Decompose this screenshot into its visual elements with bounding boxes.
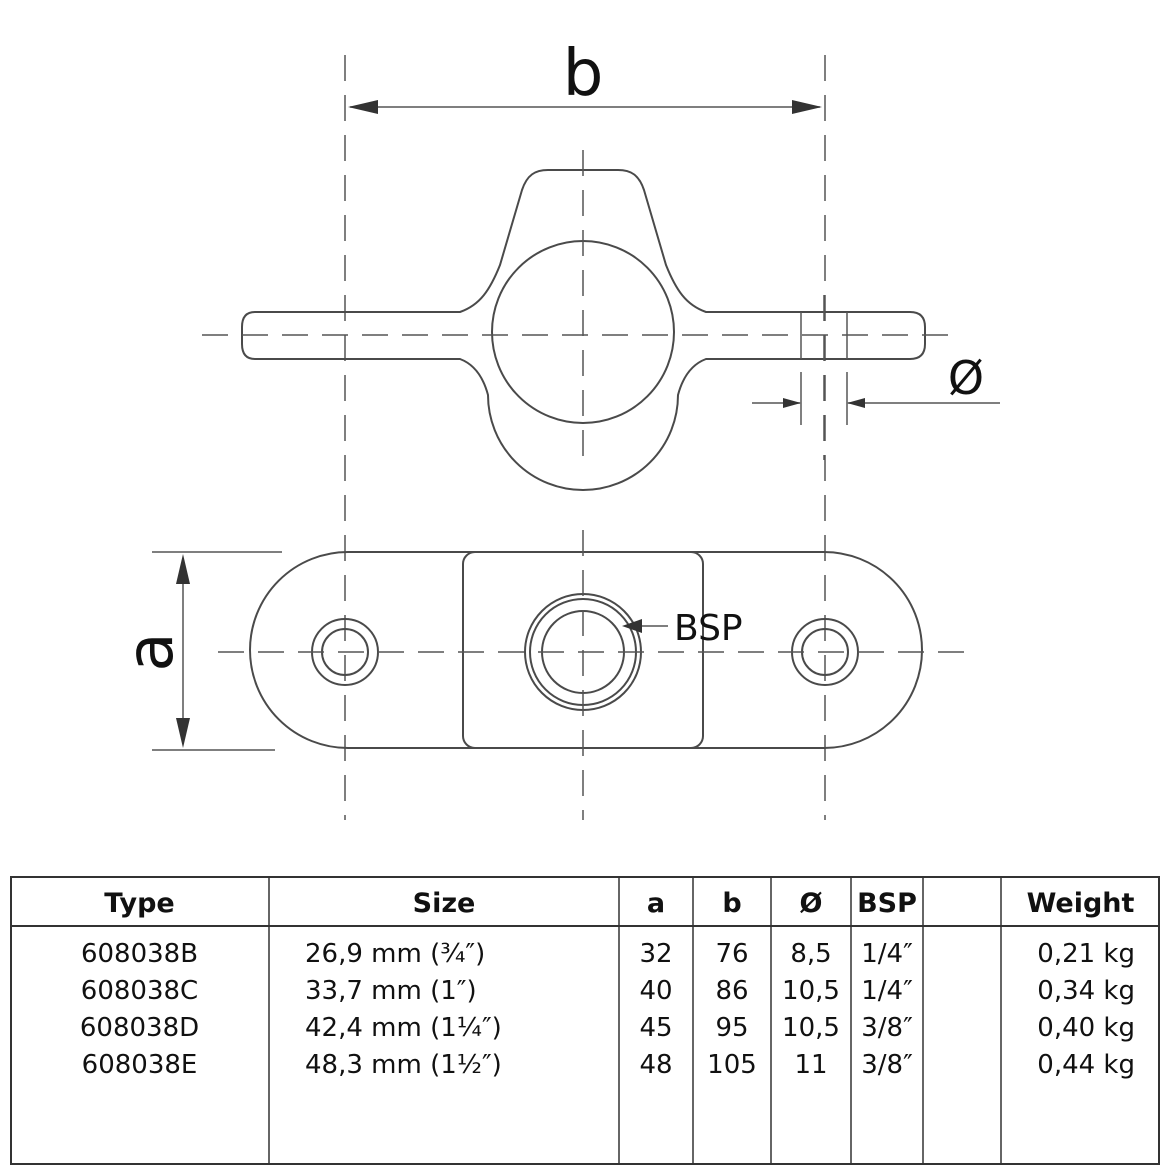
column-dividers [268, 876, 1002, 1165]
cell-type: 608038D [80, 1013, 199, 1043]
cell-a: 40 [639, 976, 672, 1006]
cell-b: 86 [715, 976, 748, 1006]
bsp-callout: BSP [622, 608, 743, 649]
dimension-hole-label: Ø [948, 351, 984, 405]
header-b: b [722, 888, 741, 919]
cell-type: 608038C [81, 976, 198, 1006]
bsp-label: BSP [674, 608, 743, 649]
cell-diameter: 10,5 [782, 1013, 840, 1043]
technical-drawing: b Ø [114, 37, 1000, 820]
header-bsp: BSP [857, 888, 917, 919]
cell-size: 26,9 mm (¾″) [305, 939, 485, 969]
cell-weight: 0,44 kg [1037, 1050, 1135, 1080]
cell-diameter: 8,5 [790, 939, 831, 969]
cell-weight: 0,40 kg [1037, 1013, 1135, 1043]
dimension-a-label: a [114, 632, 188, 671]
cell-a: 48 [639, 1050, 672, 1080]
cell-weight: 0,34 kg [1037, 976, 1135, 1006]
dimension-b: b [348, 37, 822, 114]
cell-a: 32 [639, 939, 672, 969]
cell-type: 608038B [81, 939, 198, 969]
cell-b: 76 [715, 939, 748, 969]
cell-diameter: 11 [794, 1050, 827, 1080]
header-a: a [647, 888, 665, 919]
spec-table: Type Size a b Ø BSP Weight 608038B 26,9 mm (¾″)… [10, 876, 1160, 1165]
header-size: Size [413, 888, 476, 919]
cell-type: 608038E [82, 1050, 198, 1080]
table-row: 608038E 48,3 mm (1½″) 48 105 11 3/8″ 0,44 kg [82, 1050, 1135, 1080]
cell-size: 33,7 mm (1″) [305, 976, 477, 1006]
cell-a: 45 [639, 1013, 672, 1043]
dimension-hole-diameter: Ø [752, 351, 1000, 425]
dimension-b-label: b [563, 37, 604, 111]
table-row: 608038C 33,7 mm (1″) 40 86 10,5 1/4″ 0,34 kg [81, 976, 1135, 1006]
table-border [10, 876, 1160, 1165]
table-row: 608038B 26,9 mm (¾″) 32 76 8,5 1/4″ 0,21 kg [81, 939, 1135, 969]
cell-b: 95 [715, 1013, 748, 1043]
header-weight: Weight [1027, 888, 1135, 919]
table-row: 608038D 42,4 mm (1¼″) 45 95 10,5 3/8″ 0,40 kg [80, 1013, 1135, 1043]
top-view [202, 150, 952, 491]
cell-b: 105 [707, 1050, 757, 1080]
cell-bsp: 3/8″ [861, 1050, 913, 1080]
cell-size: 42,4 mm (1¼″) [305, 1013, 502, 1043]
header-diameter: Ø [800, 888, 823, 919]
cell-bsp: 1/4″ [861, 939, 913, 969]
plan-view [218, 530, 970, 820]
cell-diameter: 10,5 [782, 976, 840, 1006]
cell-bsp: 3/8″ [861, 1013, 913, 1043]
cell-weight: 0,21 kg [1037, 939, 1135, 969]
header-type: Type [104, 888, 174, 919]
dimension-a: a [114, 551, 282, 751]
table-header-row: Type Size a b Ø BSP Weight [104, 888, 1134, 919]
cell-bsp: 1/4″ [861, 976, 913, 1006]
cell-size: 48,3 mm (1½″) [305, 1050, 502, 1080]
